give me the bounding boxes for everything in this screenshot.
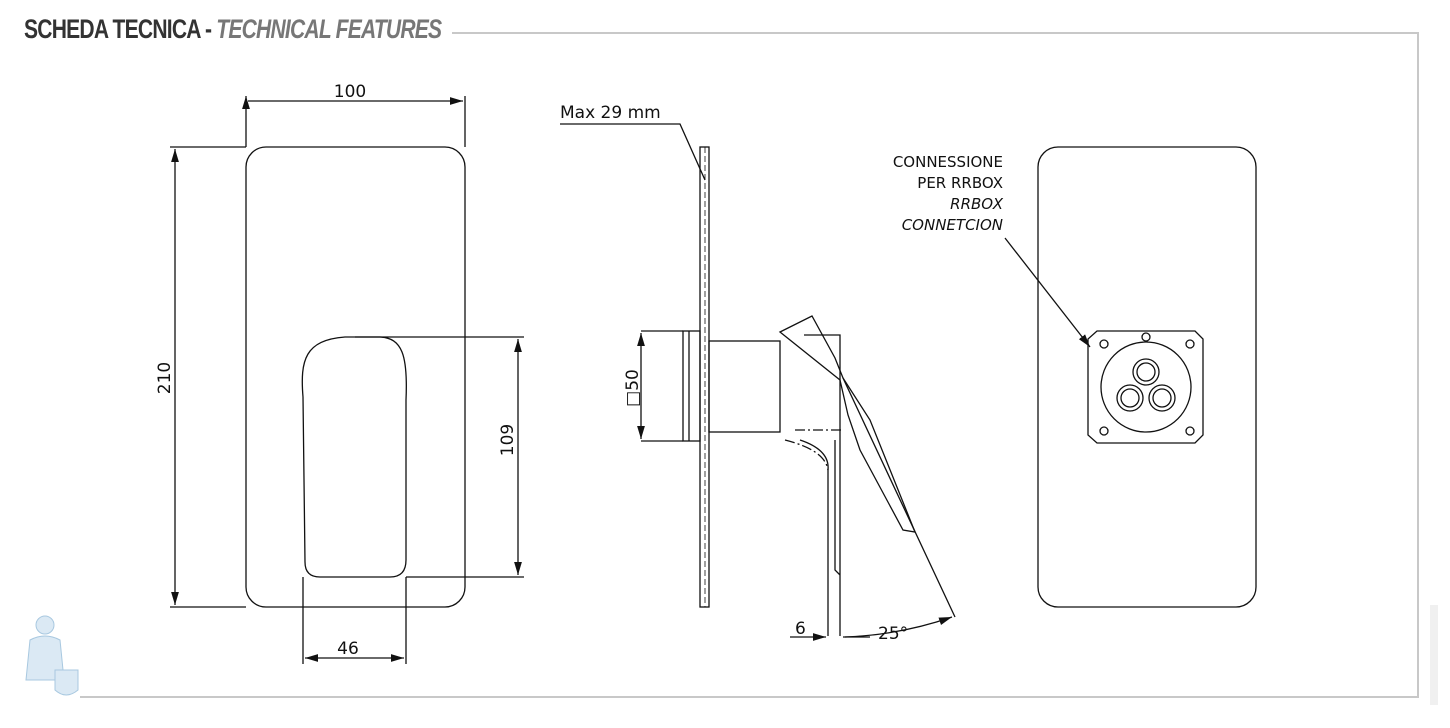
dim-height-210: 210 <box>155 362 175 394</box>
side-view <box>560 123 956 641</box>
watermark <box>1430 605 1438 705</box>
connection-label-it-2: PER RRBOX <box>917 174 1003 192</box>
plumber-logo-icon <box>25 615 79 696</box>
dim-width-100: 100 <box>334 82 366 102</box>
dim-lever-offset-6: 6 <box>795 619 806 639</box>
connection-label-it-1: CONNESSIONE <box>893 153 1003 171</box>
max-depth-label: Max 29 mm <box>560 103 661 123</box>
title-sub: TECHNICAL FEATURES <box>216 14 442 44</box>
page-title: SCHEDA TECNICA - TECHNICAL FEATURES <box>24 14 442 45</box>
dim-lever-angle-25: 25° <box>878 624 908 644</box>
title-main: SCHEDA TECNICA - <box>24 14 212 44</box>
dim-handle-height-109: 109 <box>498 424 518 456</box>
frame <box>80 32 1419 698</box>
front-view <box>170 96 524 664</box>
rear-view <box>1004 146 1257 608</box>
connection-label-en-2: CONNETCION <box>902 216 1003 234</box>
connection-label-en-1: RRBOX <box>950 195 1004 213</box>
dim-square-50: □50 <box>623 369 643 407</box>
dim-handle-width-46: 46 <box>337 639 359 659</box>
